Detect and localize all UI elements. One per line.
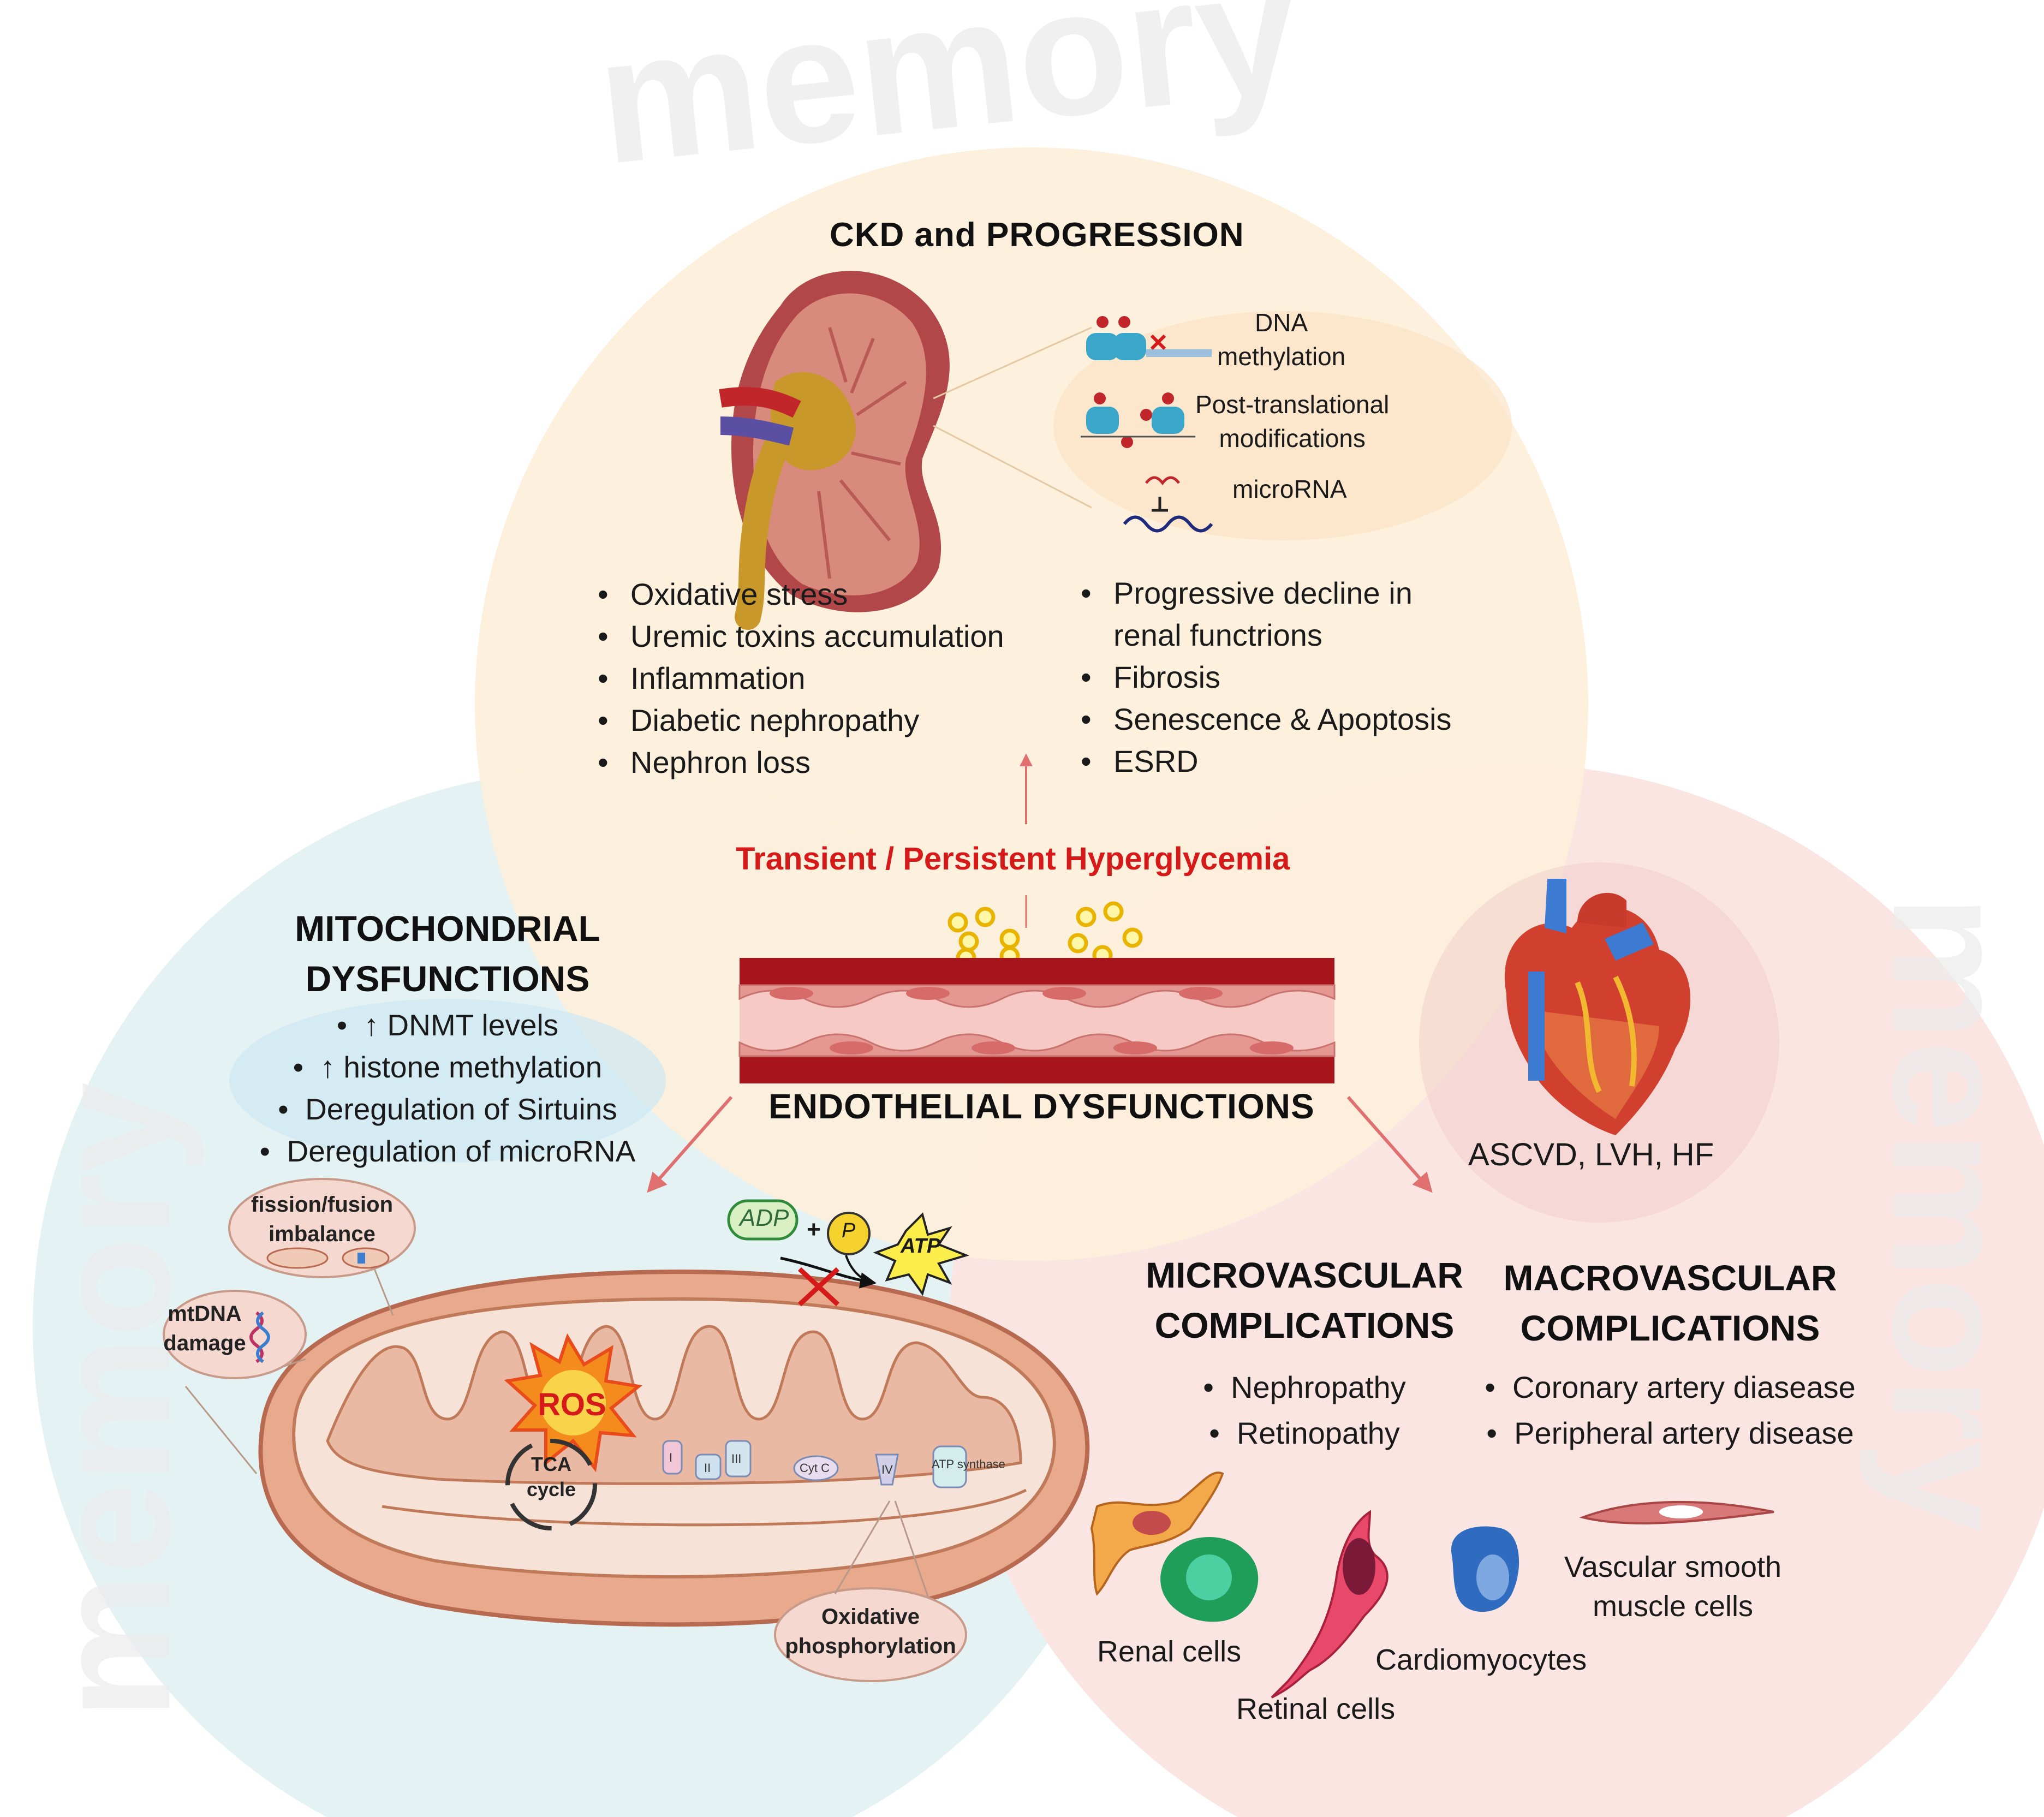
ckd-right-bullet: ESRD bbox=[1081, 740, 1452, 782]
heart-illustration bbox=[1504, 879, 1691, 1135]
oxphos-callout-line-1 bbox=[834, 1500, 891, 1594]
macrovascular-title: MACROVASCULAR COMPLICATIONS bbox=[1485, 1253, 1856, 1353]
ckd-left-bullet: Oxidative stress bbox=[598, 573, 1004, 615]
hyperglycemia-label: Transient / Persistent Hyperglycemia bbox=[736, 841, 1290, 877]
dna-methylation-icon bbox=[1086, 316, 1212, 360]
blood-vessel bbox=[738, 958, 1336, 1083]
mito-title: MITOCHONDRIAL DYSFUNCTIONS bbox=[262, 903, 633, 1004]
atp-synthesis-icon bbox=[727, 1199, 970, 1307]
adp-label: ADP bbox=[740, 1205, 789, 1231]
plus-sign: + bbox=[807, 1216, 821, 1243]
ptm-icon bbox=[1081, 392, 1195, 448]
ptm-label: Post-translational modifications bbox=[1195, 390, 1390, 452]
atp-label: ATP bbox=[901, 1235, 941, 1258]
microvascular-title: MICROVASCULAR COMPLICATIONS bbox=[1124, 1250, 1485, 1350]
arrow-to-complications bbox=[1346, 1096, 1433, 1193]
ckd-right-bullet: Progressive decline in bbox=[1081, 572, 1452, 614]
mtdna-damage-label: mtDNA damage bbox=[163, 1302, 246, 1355]
microvascular-title-line1: MICROVASCULAR bbox=[1146, 1255, 1463, 1295]
oxphos-callout-line-2 bbox=[894, 1500, 929, 1597]
mito-title-line2: DYSFUNCTIONS bbox=[305, 958, 590, 999]
microvascular-title-line2: COMPLICATIONS bbox=[1154, 1305, 1455, 1345]
complex-i-label: I bbox=[669, 1451, 672, 1464]
macrovascular-bullet: Coronary artery diasease bbox=[1430, 1365, 1910, 1410]
fission-callout-line bbox=[370, 1260, 394, 1316]
mini-mitochondria-icon bbox=[266, 1247, 390, 1269]
renal-cell-icon bbox=[1090, 1472, 1224, 1596]
mito-bullet: ↑ DNMT levels bbox=[207, 1004, 688, 1046]
ckd-title: CKD and PROGRESSION bbox=[830, 216, 1244, 254]
oxphos-label: Oxidative phosphorylation bbox=[785, 1605, 956, 1658]
mtdna-callout-line-2 bbox=[184, 1386, 258, 1474]
ckd-left-bullet: Uremic toxins accumulation bbox=[598, 615, 1004, 657]
oxphos-bubble bbox=[774, 1587, 967, 1682]
ckd-left-bullet: Inflammation bbox=[598, 657, 1004, 699]
atp-synthase-label: ATP synthase bbox=[932, 1457, 1005, 1471]
cardio-outcomes-label: ASCVD, LVH, HF bbox=[1468, 1137, 1714, 1172]
mito-title-line1: MITOCHONDRIAL bbox=[295, 908, 600, 949]
cyt-c-label: Cyt C bbox=[800, 1461, 830, 1475]
retinal-cell-icon bbox=[1271, 1510, 1389, 1699]
ckd-left-bullet: Nephron loss bbox=[598, 741, 1004, 783]
microvascular-bullet: Nephropathy bbox=[1135, 1365, 1474, 1410]
complex-ii-label: II bbox=[704, 1461, 711, 1475]
cardiomyocytes-label: Cardiomyocytes bbox=[1375, 1643, 1587, 1676]
mito-bullets: ↑ DNMT levels ↑ histone methylation Dere… bbox=[207, 1004, 688, 1172]
renal-cell-icon-2 bbox=[1160, 1537, 1259, 1622]
mito-bullet: Deregulation of microRNA bbox=[207, 1130, 688, 1172]
complex-iv-label: IV bbox=[881, 1463, 893, 1476]
macrovascular-title-line1: MACROVASCULAR bbox=[1503, 1258, 1837, 1298]
kidney-callout-line-top bbox=[933, 326, 1092, 400]
microrna-icon bbox=[1123, 476, 1213, 533]
mtdna-bubble bbox=[163, 1290, 307, 1379]
ckd-left-bullet: Diabetic nephropathy bbox=[598, 699, 1004, 741]
epigenetics-halo bbox=[1053, 311, 1512, 540]
macrovascular-title-line2: COMPLICATIONS bbox=[1520, 1308, 1820, 1348]
mtdna-helix-icon bbox=[249, 1311, 264, 1363]
microvascular-bullet: Retinopathy bbox=[1135, 1410, 1474, 1456]
ckd-right-bullets: Progressive decline in renal functrions … bbox=[1081, 572, 1452, 782]
retinal-cells-label: Retinal cells bbox=[1236, 1693, 1396, 1725]
mito-bullet: Deregulation of Sirtuins bbox=[207, 1088, 688, 1130]
arrow-to-mito bbox=[647, 1096, 733, 1193]
phosphate-label: P bbox=[842, 1219, 856, 1242]
ckd-left-bullets: Oxidative stress Uremic toxins accumulat… bbox=[598, 573, 1004, 783]
ckd-right-bullet: Senescence & Apoptosis bbox=[1081, 698, 1452, 740]
ckd-right-bullet-continuation: renal functrions bbox=[1113, 618, 1322, 652]
renal-cells-label: Renal cells bbox=[1097, 1635, 1242, 1668]
mitochondrion-illustration: I II III Cyt C IV ATP synthase bbox=[258, 1269, 1090, 1627]
tca-cycle-label: TCA cycle bbox=[526, 1453, 576, 1500]
mito-bullet: ↑ histone methylation bbox=[207, 1046, 688, 1088]
watermark-left: memory bbox=[21, 1081, 205, 1719]
microrna-label: microRNA bbox=[1232, 475, 1347, 503]
vascular-smooth-muscle-cells-label: Vascular smooth muscle cells bbox=[1564, 1551, 1782, 1623]
macrovascular-bullet: Peripheral artery disease bbox=[1430, 1410, 1910, 1456]
mtdna-helix-icon-2 bbox=[256, 1311, 270, 1363]
fission-fusion-label: fission/fusion imbalance bbox=[251, 1193, 393, 1246]
endothelial-dysfunctions-label: ENDOTHELIAL DYSFUNCTIONS bbox=[768, 1087, 1315, 1126]
complex-iii-label: III bbox=[731, 1452, 741, 1465]
kidney-callout-line-bottom bbox=[933, 425, 1092, 509]
dna-methylation-label: DNA methylation bbox=[1217, 308, 1346, 371]
microvascular-bullets: Nephropathy Retinopathy bbox=[1135, 1365, 1474, 1456]
vascular-smooth-muscle-cell-icon bbox=[1579, 1500, 1774, 1524]
cardiomyocyte-icon bbox=[1451, 1526, 1519, 1612]
macrovascular-bullets: Coronary artery diasease Peripheral arte… bbox=[1430, 1365, 1910, 1456]
ros-label: ROS bbox=[538, 1387, 606, 1422]
ckd-right-bullet: Fibrosis bbox=[1081, 656, 1452, 698]
